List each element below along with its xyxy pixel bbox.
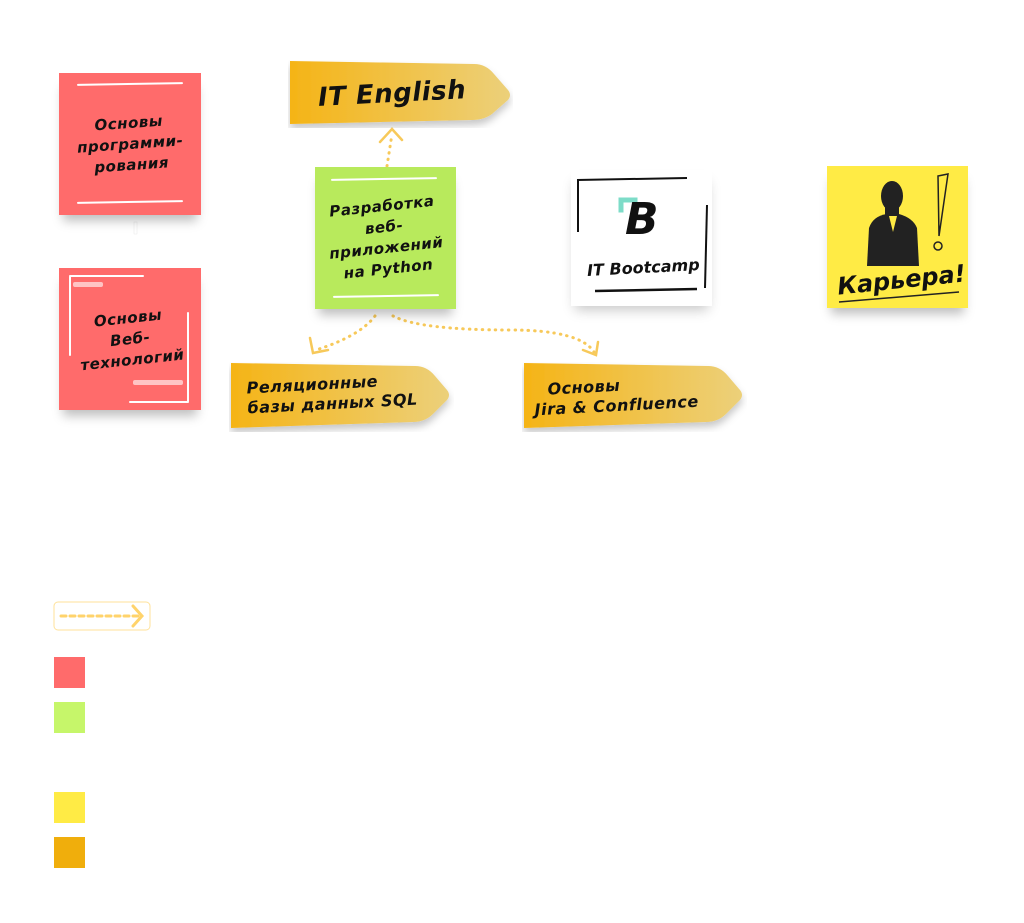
arrowhead-english: [378, 127, 404, 144]
node-label: Основы Веб- технологий: [75, 302, 185, 376]
arrowhead-jira: [581, 340, 600, 357]
decor-scribble: [133, 380, 183, 385]
bootcamp-logo-letter: B: [625, 194, 659, 245]
decor-line: [76, 200, 184, 204]
tag-shape: [290, 61, 510, 124]
tag-shape: [231, 363, 449, 428]
node-label: Основы программи- рования: [75, 109, 186, 179]
node-sql[interactable]: Реляционные базы данных SQL: [229, 362, 454, 432]
decor-line: [332, 294, 440, 298]
legend-swatch-orange: [54, 837, 85, 868]
connector-python-to-jira: [391, 314, 596, 354]
legend-arrow-icon: [53, 601, 151, 631]
node-label: Разработка веб- приложений на Python: [324, 190, 447, 285]
bootcamp-frame: [576, 177, 708, 293]
decor-scribble: [73, 282, 103, 287]
node-career[interactable]: Карьера!: [827, 166, 968, 308]
legend-swatch-red: [54, 657, 85, 688]
decor-line: [330, 177, 438, 181]
bootcamp-accent-icon: [618, 197, 638, 213]
node-python-web[interactable]: Разработка веб- приложений на Python: [315, 167, 456, 309]
connector-python-to-sql: [314, 314, 377, 352]
node-it-english[interactable]: IT English: [288, 60, 513, 128]
connector-python-to-english: [385, 132, 394, 168]
node-programming-basics[interactable]: Основы программи- рования: [59, 73, 201, 215]
node-web-basics[interactable]: Основы Веб- технологий: [59, 268, 201, 410]
decor-line: [129, 401, 189, 403]
tag-shape: [524, 363, 742, 428]
connector-programming-to-web: [133, 221, 138, 235]
decor-line: [76, 82, 184, 86]
decor-line: [69, 276, 71, 356]
decor-line: [69, 275, 144, 277]
businessman-silhouette-icon: [838, 173, 960, 303]
arrowhead-sql: [308, 336, 330, 355]
legend-swatch-green: [54, 702, 85, 733]
legend-swatch-yellow: [54, 792, 85, 823]
decor-line: [187, 312, 189, 402]
node-jira[interactable]: Основы Jira & Confluence: [522, 362, 747, 432]
node-bootcamp[interactable]: B IT Bootcamp: [571, 170, 712, 306]
